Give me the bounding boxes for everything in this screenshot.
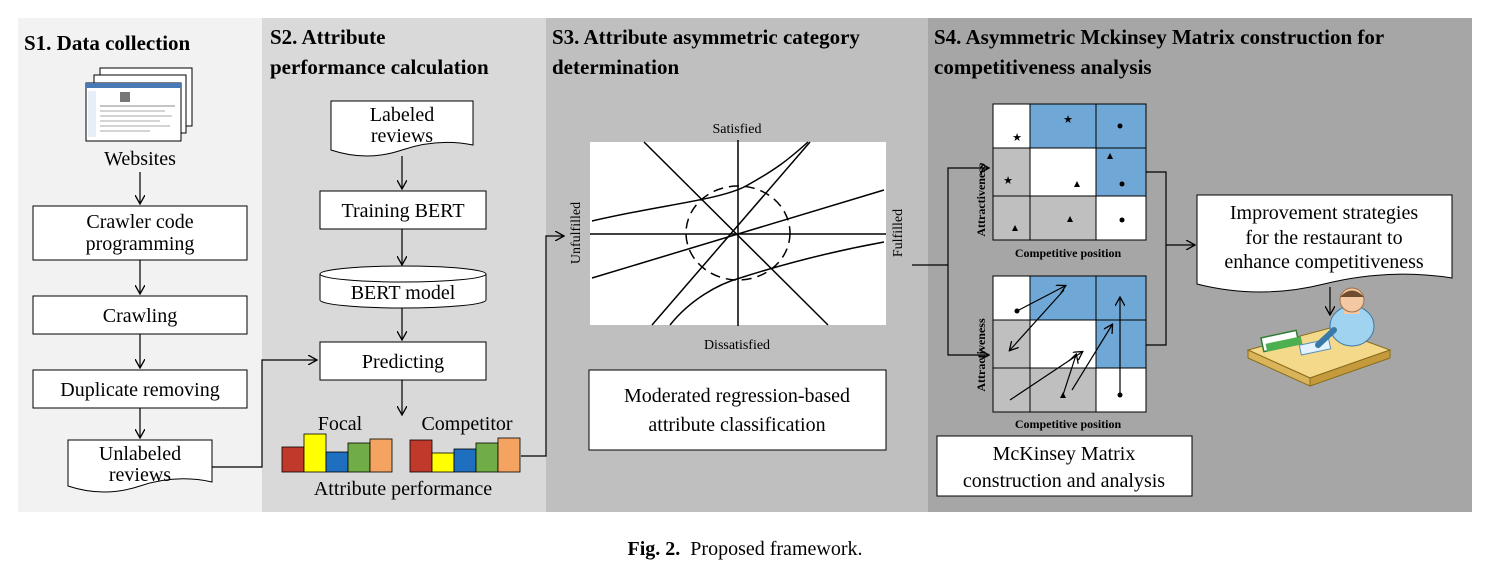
svg-text:★: ★ bbox=[1012, 132, 1022, 144]
strategy-line1: Improvement strategies bbox=[1230, 202, 1418, 224]
crawling-label: Crawling bbox=[103, 305, 177, 327]
crawler-code-line2: programming bbox=[86, 233, 195, 255]
focal-bars bbox=[281, 433, 393, 473]
websites-icon bbox=[85, 67, 193, 142]
focal-bar-1 bbox=[281, 446, 305, 473]
s2-title-line2: performance calculation bbox=[270, 55, 489, 79]
focal-label: Focal bbox=[318, 413, 363, 435]
caption-text: Proposed framework. bbox=[690, 538, 863, 560]
focal-bar-4 bbox=[347, 442, 371, 473]
competitor-bar-5 bbox=[497, 437, 521, 473]
strategy-line2: for the restaurant to bbox=[1245, 227, 1402, 249]
s4-title-line2: competitiveness analysis bbox=[934, 55, 1152, 79]
s4-title-line1: S4. Asymmetric Mckinsey Matrix construct… bbox=[934, 25, 1384, 49]
duplicate-removing-box bbox=[32, 369, 248, 409]
competitive-top-label: Competitive position bbox=[1015, 246, 1122, 260]
competitor-bar-1 bbox=[409, 439, 433, 473]
websites-label: Websites bbox=[104, 148, 176, 170]
competitor-bar-3 bbox=[453, 448, 477, 473]
bert-model-database bbox=[319, 265, 487, 309]
crawling-box bbox=[32, 295, 248, 335]
unfulfilled-label: Unfulfilled bbox=[569, 202, 584, 264]
labeled-reviews-document bbox=[330, 100, 474, 157]
unlabeled-reviews-document bbox=[67, 439, 213, 493]
mckinsey-construction-box bbox=[936, 435, 1193, 497]
attribute-performance-label: Attribute performance bbox=[314, 478, 492, 500]
attractiveness-top-label: Attractiveness bbox=[974, 163, 988, 237]
competitor-bars bbox=[409, 437, 521, 473]
strategy-line3: enhance competitiveness bbox=[1224, 251, 1424, 273]
svg-text:★: ★ bbox=[1003, 175, 1013, 187]
caption-label: Fig. 2. bbox=[627, 538, 681, 560]
s2-title-line1: S2. Attribute bbox=[270, 25, 386, 49]
predicting-box bbox=[319, 341, 487, 381]
mckinsey-line1: McKinsey Matrix bbox=[993, 443, 1136, 465]
labeled-line2: reviews bbox=[371, 125, 433, 147]
crawler-code-box bbox=[32, 205, 248, 261]
competitor-bar-2 bbox=[431, 452, 455, 473]
competitor-bar-4 bbox=[475, 442, 499, 473]
dissatisfied-label: Dissatisfied bbox=[704, 338, 770, 353]
unlabeled-line1: Unlabeled bbox=[99, 443, 181, 465]
s3-title-line1: S3. Attribute asymmetric category bbox=[552, 25, 860, 49]
training-bert-label: Training BERT bbox=[341, 200, 464, 222]
s1-title: S1. Data collection bbox=[24, 31, 191, 55]
unlabeled-line2: reviews bbox=[109, 464, 171, 486]
crawler-code-line1: Crawler code bbox=[86, 211, 193, 233]
duplicate-removing-label: Duplicate removing bbox=[60, 379, 219, 401]
predicting-label: Predicting bbox=[362, 351, 444, 373]
focal-bar-5 bbox=[369, 438, 393, 473]
satisfied-label: Satisfied bbox=[713, 122, 762, 137]
labeled-line1: Labeled bbox=[370, 104, 434, 126]
method-line1: Moderated regression-based bbox=[624, 385, 850, 407]
method-line2: attribute classification bbox=[648, 414, 825, 436]
figure-caption: Fig. 2. Proposed framework. bbox=[0, 538, 1490, 561]
attractiveness-bottom-label: Attractiveness bbox=[974, 318, 988, 392]
focal-bar-3 bbox=[325, 451, 349, 473]
svg-text:★: ★ bbox=[1063, 114, 1073, 126]
competitive-bottom-label: Competitive position bbox=[1015, 417, 1122, 431]
mckinsey-line2: construction and analysis bbox=[963, 470, 1165, 492]
moderated-regression-box bbox=[588, 369, 887, 451]
training-bert-box bbox=[319, 190, 487, 230]
fulfilled-label: Fulfilled bbox=[891, 209, 906, 257]
improvement-strategies-document bbox=[1196, 194, 1453, 293]
competitor-label: Competitor bbox=[421, 413, 512, 435]
focal-bar-2 bbox=[303, 433, 327, 473]
s3-title-line2: determination bbox=[552, 55, 679, 79]
mckinsey-matrix-bottom bbox=[992, 275, 1147, 413]
mckinsey-matrix-top: ★ ★ ★ bbox=[992, 103, 1147, 241]
analyst-at-desk-icon bbox=[1246, 287, 1392, 387]
bert-model-label: BERT model bbox=[351, 282, 456, 304]
asymmetric-plot bbox=[590, 140, 886, 326]
